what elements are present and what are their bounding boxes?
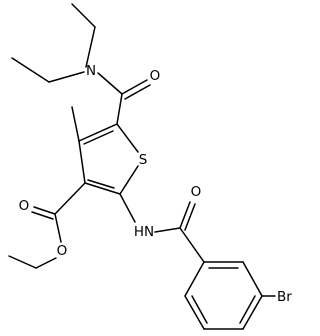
bond [33,206,56,215]
bond [179,201,191,229]
bond [116,93,123,125]
molecule-structure: N O S O O HN O Br [8,3,293,330]
bonds [8,3,276,330]
amide-nh-label: HN [134,224,154,240]
bond [87,179,115,189]
bond [119,165,139,195]
bond [71,3,96,28]
bond [78,140,86,184]
ester-carbonyl-oxygen-label: O [19,198,30,214]
bond [242,295,263,330]
bond [154,227,181,233]
bond [83,130,114,145]
bond [11,57,50,83]
bond [242,261,263,297]
bond [124,84,151,100]
bond [84,182,121,195]
bond [54,213,62,243]
bond [239,295,256,324]
bond [78,123,118,142]
bond [71,106,80,142]
bond [184,203,196,231]
bond [184,295,205,330]
bond [85,26,96,68]
bond [8,255,37,269]
atom-labels: N O S O O HN O Br [19,63,293,305]
thiophene-sulfur-label: S [139,152,148,168]
molecule-diagram: N O S O O HN O Br [8,3,293,330]
ester-ether-oxygen-label: O [57,243,68,259]
bond [179,227,205,263]
amide-oxygen-label: O [150,68,161,84]
benzoyl-oxygen-label: O [191,184,202,200]
bond [97,72,123,95]
bond [48,71,85,83]
bond [54,182,86,215]
bromine-label: Br [277,289,292,305]
bond [31,211,54,220]
amide-nitrogen-label: N [86,63,96,79]
bond [119,193,136,223]
bond [191,295,208,324]
bond [121,79,148,95]
bond [184,261,205,297]
bond [116,123,139,153]
bond [35,257,57,269]
